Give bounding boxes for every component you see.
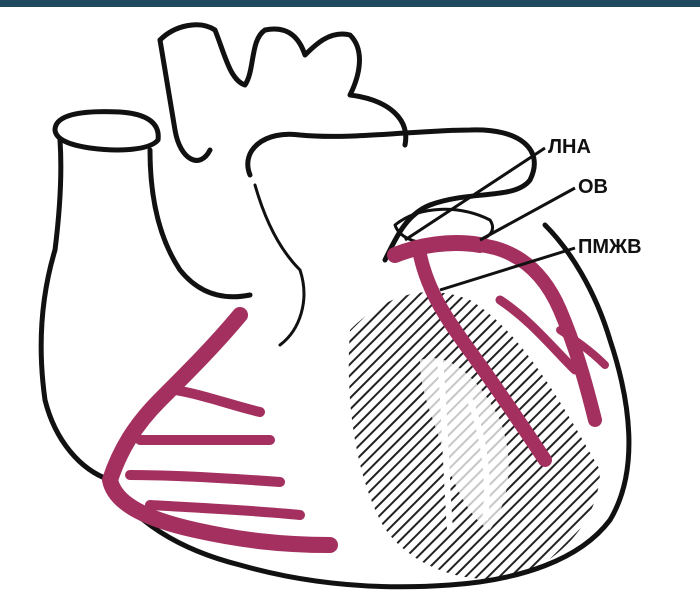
leader-lca xyxy=(405,148,545,240)
vena-cava-inner xyxy=(150,150,250,297)
rca-branch-4 xyxy=(150,505,300,515)
left-coronary-artery xyxy=(395,243,480,255)
aortic-arch-outline xyxy=(160,25,406,145)
vena-cava-outline xyxy=(55,112,158,150)
label-lca: ЛНА xyxy=(548,136,591,159)
pulmonary-trunk-lower xyxy=(255,185,304,345)
vena-cava-body xyxy=(41,140,110,480)
vessel-top-left xyxy=(160,40,210,160)
label-anterior-descending: ПМЖВ xyxy=(578,236,642,259)
rca-branch-1 xyxy=(175,390,260,412)
rca-branch-3 xyxy=(130,475,280,482)
label-circumflex: ОВ xyxy=(578,176,608,199)
